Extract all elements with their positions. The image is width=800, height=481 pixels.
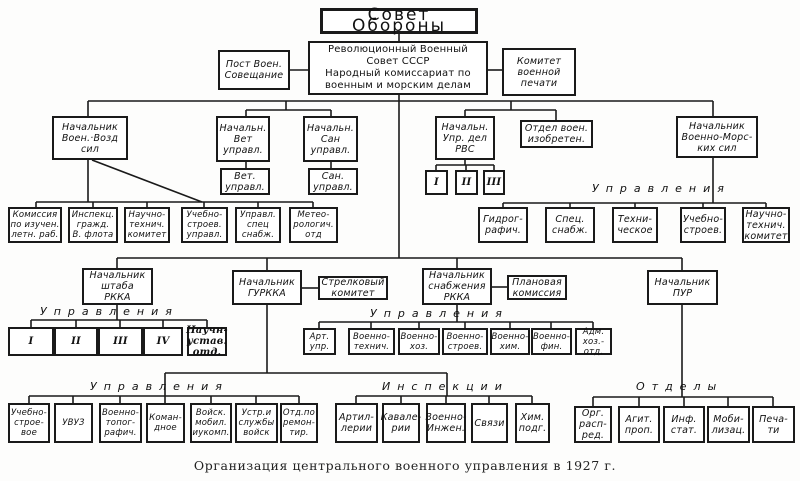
gurkka-unit-box: Коман- дное — [146, 403, 185, 443]
rvs-section-box: I — [425, 170, 448, 195]
air-unit-box: Метео- рологич. отд — [289, 207, 338, 243]
air-unit-box: Управл. спец снабж. — [235, 207, 281, 243]
supply-unit-box: Военно- хоз. — [398, 328, 440, 355]
navy-unit-box: Гидрог- рафич. — [478, 207, 528, 243]
inspections-label: Инспекции — [382, 380, 509, 393]
defense-council-box: Совет Обороны — [320, 7, 478, 35]
supply-unit-box: Адм. хоз.- отд. — [575, 327, 612, 357]
supply-unit-box: Военно- фин. — [531, 328, 572, 355]
rifle-committee-box: Стрелковый комитет — [318, 276, 388, 300]
inspection-box: Артил- лерии — [335, 403, 378, 443]
sanitary-department-box: Сан. управл. — [308, 168, 358, 195]
revolutionary-military-council-box: Революционный Военный Совет СССР Народны… — [308, 41, 488, 95]
staff-unit-box: Научн- устав. отд. — [186, 325, 228, 358]
vet-chief-box: Начальн. Вет управл. — [216, 116, 270, 162]
navy-unit-box: Научно- технич. комитет — [742, 207, 790, 243]
navy-unit-box: Техни- ческое — [612, 207, 658, 243]
air-unit-box: Научно- технич. комитет — [124, 207, 170, 243]
staff-unit-box: II — [54, 327, 98, 356]
navy-chief-box: Начальник Военно-Морс- ких сил — [676, 116, 758, 158]
staff-unit-box: III — [98, 327, 143, 356]
gurkka-unit-box: Устр.и службы войск — [235, 403, 278, 443]
inspection-box: Военно- Инжен. — [425, 403, 466, 443]
planning-commission-box: Плановая комиссия — [507, 275, 567, 300]
rvs-section-box: III — [483, 170, 505, 195]
staff-units-label: Управления — [40, 305, 179, 318]
pur-units-label: Отделы — [636, 380, 724, 393]
pur-unit-box: Орг. расп- ред. — [574, 406, 612, 443]
rvs-affairs-chief-box: Начальн. Упр. дел РВС — [435, 116, 495, 160]
air-unit-box: Учебно- строев. управл. — [181, 207, 228, 243]
rvs-section-box: II — [455, 170, 478, 195]
gurkka-unit-box: УВУЗ — [54, 403, 93, 443]
vet-department-box: Вет. управл. — [220, 168, 270, 195]
staff-unit-box: I — [8, 327, 54, 356]
inspection-box: Связи — [471, 403, 508, 443]
gurkka-unit-box: Учебно- строе- вое — [8, 403, 50, 443]
supply-unit-box: Арт. упр. — [303, 328, 336, 355]
pur-unit-box: Инф. стат. — [663, 406, 705, 443]
military-press-committee-box: Комитет военной печати — [502, 48, 576, 96]
gurkka-unit-box: Отд.по ремон- тир. — [280, 403, 318, 443]
air-force-chief-box: Начальник Воен.·Возд сил — [52, 116, 128, 160]
staff-unit-box: IV — [143, 327, 183, 356]
gurkka-unit-box: Военно- топог- рафич. — [99, 403, 142, 443]
air-unit-box: Комиссия по изучен. летн. раб. — [8, 207, 62, 243]
supply-unit-box: Военно- хим. — [490, 328, 530, 355]
supply-unit-box: Военно- строев. — [442, 328, 488, 355]
supply-unit-box: Военно- технич. — [348, 328, 395, 355]
pur-chief-box: Начальник ПУР — [647, 270, 718, 305]
inspection-box: Хим. подг. — [515, 403, 550, 443]
military-meeting-box: Пост Воен. Совещание — [218, 50, 290, 90]
supply-chief-box: Начальник снабжения РККА — [422, 268, 492, 305]
navy-unit-box: Спец. снабж. — [545, 207, 595, 243]
pur-unit-box: Агит. проп. — [618, 406, 660, 443]
inventions-department-box: Отдел воен. изобретен. — [520, 120, 593, 148]
gurkka-unit-box: Войск. мобил. иукомп. — [190, 403, 232, 443]
navy-unit-box: Учебно- строев. — [680, 207, 726, 243]
supply-units-label: Управления — [370, 307, 509, 320]
inspection-box: Кавале- рии — [381, 403, 421, 443]
figure-caption: Организация центрального военного управл… — [193, 458, 617, 473]
gurkka-chief-box: Начальник ГУРККА — [232, 270, 302, 305]
sanitary-chief-box: Начальн. Сан управл. — [303, 116, 358, 162]
pur-unit-box: Печа- ти — [752, 406, 795, 443]
gurkka-units-label: Управления — [90, 380, 229, 393]
navy-units-label: Управления — [592, 182, 731, 195]
air-unit-box: Инспекц. гражд. В. флота — [68, 207, 118, 243]
pur-unit-box: Моби- лизац. — [707, 406, 750, 443]
staff-chief-box: Начальник штаба РККА — [82, 268, 153, 305]
